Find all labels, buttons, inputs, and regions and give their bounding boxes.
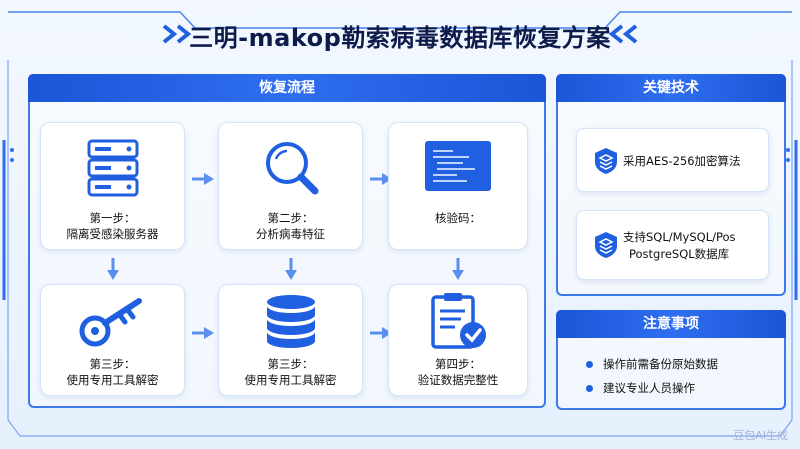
note-item: 建议专业人员操作: [586, 380, 695, 396]
notes-header: 注意事项: [556, 310, 786, 338]
arrow-right-icon: [192, 327, 214, 339]
recovery-flow-panel: 恢复流程 第一步： 隔离受感染服务器 第二步： 分析病毒特征: [28, 74, 546, 408]
shield-layers-icon: [595, 148, 617, 174]
arrow-right-icon: [192, 173, 214, 185]
watermark: 豆包AI生成: [733, 429, 788, 442]
step-label-desc: 使用专用工具解密: [66, 373, 159, 387]
bullet-dot-icon: [586, 384, 593, 392]
key-tech-header: 关键技术: [556, 74, 786, 102]
step-label-title: 第三步：: [267, 357, 314, 371]
bullet-dot-icon: [586, 360, 593, 368]
arrow-down-icon: [107, 258, 119, 280]
step-label-title: 核验码：: [435, 211, 481, 225]
database-icon: [266, 295, 315, 348]
step-label-desc: 隔离受感染服务器: [66, 227, 159, 241]
key-icon: [79, 298, 142, 347]
tech-text: 支持SQL/MySQL/Pos: [623, 230, 736, 244]
magnifier-icon: [265, 142, 318, 195]
step-card-analyze: 第二步： 分析病毒特征: [218, 122, 363, 250]
tech-card-db-support: 支持SQL/MySQL/Pos PostgreSQL数据库: [576, 210, 769, 280]
step-card-verify-code: 核验码：: [388, 122, 528, 250]
arrow-down-icon: [285, 258, 297, 280]
note-text: 建议专业人员操作: [603, 381, 695, 395]
server-stack-icon: [87, 139, 138, 197]
step-label-title: 第一步：: [89, 211, 136, 225]
step-card-validate: 第四步： 验证数据完整性: [388, 284, 528, 396]
step-card-decrypt-db: 第三步： 使用专用工具解密: [218, 284, 363, 396]
arrow-right-icon: [370, 327, 392, 339]
tech-text: 采用AES-256加密算法: [623, 154, 741, 168]
title-chevrons-left-icon: [162, 24, 192, 44]
notes-panel: 注意事项 操作前需备份原始数据 建议专业人员操作: [556, 310, 786, 410]
step-card-isolate: 第一步： 隔离受感染服务器: [40, 122, 185, 250]
key-tech-panel: 关键技术 采用AES-256加密算法 支持SQL/MySQL/Pos Postg…: [556, 74, 786, 296]
recovery-flow-header: 恢复流程: [28, 74, 546, 102]
code-window-icon: [425, 141, 491, 191]
step-label-desc: 分析病毒特征: [256, 227, 325, 241]
step-label-title: 第四步：: [435, 357, 481, 371]
title-chevrons-right-icon: [608, 24, 638, 44]
shield-layers-icon: [595, 232, 617, 258]
note-text: 操作前需备份原始数据: [603, 357, 718, 371]
page-title: 三明-makop勒索病毒数据库恢复方案: [189, 24, 611, 52]
clipboard-check-icon: [431, 293, 486, 349]
arrow-right-icon: [370, 173, 392, 185]
note-item: 操作前需备份原始数据: [586, 356, 718, 372]
tech-card-aes: 采用AES-256加密算法: [576, 128, 769, 192]
step-label-desc: 验证数据完整性: [417, 373, 499, 387]
arrow-down-icon: [452, 258, 464, 280]
tech-text: PostgreSQL数据库: [629, 247, 730, 261]
step-label-desc: 使用专用工具解密: [244, 373, 337, 387]
step-label-title: 第二步：: [267, 211, 314, 225]
step-card-decrypt-key: 第三步： 使用专用工具解密: [40, 284, 185, 396]
step-label-title: 第三步：: [89, 357, 136, 371]
